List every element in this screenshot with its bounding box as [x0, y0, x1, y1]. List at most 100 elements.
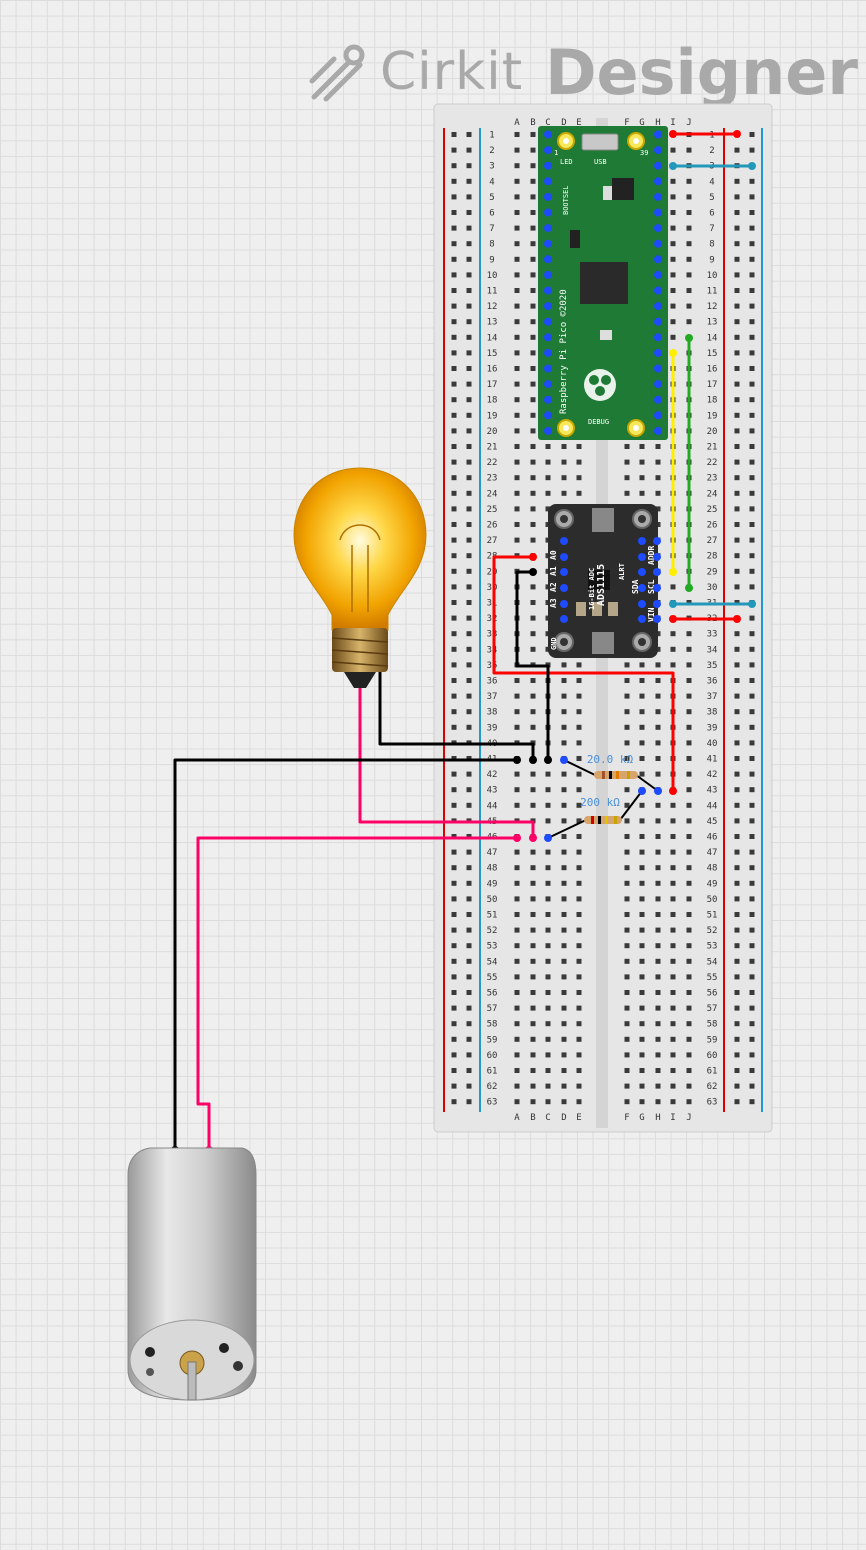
breadboard-hole[interactable]	[670, 194, 676, 200]
breadboard-hole[interactable]	[514, 319, 520, 325]
breadboard-hole[interactable]	[576, 880, 582, 886]
breadboard-hole[interactable]	[686, 303, 692, 309]
breadboard-hole[interactable]	[466, 896, 472, 902]
breadboard-hole[interactable]	[514, 350, 520, 356]
breadboard-hole[interactable]	[466, 849, 472, 855]
breadboard-hole[interactable]	[576, 771, 582, 777]
breadboard-hole[interactable]	[514, 225, 520, 231]
breadboard-hole[interactable]	[749, 818, 755, 824]
breadboard-hole[interactable]	[561, 912, 567, 917]
breadboard-hole[interactable]	[749, 584, 755, 590]
breadboard-hole[interactable]	[466, 178, 472, 184]
breadboard-hole[interactable]	[451, 1005, 457, 1011]
breadboard-hole[interactable]	[749, 1052, 755, 1058]
breadboard-hole[interactable]	[670, 927, 676, 933]
breadboard-hole[interactable]	[624, 740, 630, 746]
breadboard-hole[interactable]	[530, 350, 536, 356]
breadboard-hole[interactable]	[514, 475, 520, 481]
breadboard-hole[interactable]	[576, 912, 582, 917]
breadboard-hole[interactable]	[639, 444, 645, 449]
breadboard-hole[interactable]	[749, 865, 755, 871]
breadboard-hole[interactable]	[466, 537, 472, 543]
breadboard-hole[interactable]	[624, 678, 630, 683]
breadboard-hole[interactable]	[514, 428, 520, 434]
breadboard-hole[interactable]	[530, 927, 536, 933]
breadboard-hole[interactable]	[451, 350, 457, 356]
breadboard-hole[interactable]	[545, 1021, 551, 1027]
breadboard-hole[interactable]	[451, 459, 457, 465]
breadboard-hole[interactable]	[530, 522, 536, 527]
breadboard-hole[interactable]	[545, 1005, 551, 1011]
breadboard-hole[interactable]	[530, 210, 536, 215]
breadboard-hole[interactable]	[639, 709, 645, 715]
breadboard-hole[interactable]	[561, 958, 567, 964]
breadboard-hole[interactable]	[749, 709, 755, 715]
breadboard-hole[interactable]	[624, 802, 630, 808]
breadboard-hole[interactable]	[451, 241, 457, 247]
breadboard-hole[interactable]	[734, 1083, 740, 1089]
breadboard-hole[interactable]	[514, 272, 520, 278]
breadboard-hole[interactable]	[451, 584, 457, 590]
breadboard-hole[interactable]	[734, 256, 740, 262]
breadboard-hole[interactable]	[749, 147, 755, 153]
breadboard-hole[interactable]	[655, 459, 661, 465]
breadboard-hole[interactable]	[561, 490, 567, 496]
breadboard-hole[interactable]	[530, 880, 536, 886]
breadboard-hole[interactable]	[576, 459, 582, 465]
breadboard-hole[interactable]	[530, 865, 536, 871]
breadboard-hole[interactable]	[734, 834, 740, 839]
breadboard-hole[interactable]	[749, 943, 755, 949]
breadboard-hole[interactable]	[561, 865, 567, 871]
breadboard-hole[interactable]	[561, 943, 567, 949]
breadboard-hole[interactable]	[451, 444, 457, 449]
breadboard-hole[interactable]	[655, 1005, 661, 1011]
breadboard-hole[interactable]	[451, 1036, 457, 1042]
breadboard-hole[interactable]	[670, 225, 676, 231]
breadboard-hole[interactable]	[561, 990, 567, 995]
breadboard-hole[interactable]	[530, 724, 536, 730]
breadboard-hole[interactable]	[451, 210, 457, 215]
breadboard-hole[interactable]	[655, 506, 661, 512]
breadboard-hole[interactable]	[466, 163, 472, 169]
breadboard-hole[interactable]	[639, 974, 645, 980]
ads1115-adc[interactable]: ADS1115 16-Bit ADC A0 A1 A2 A3 ADDR SCL …	[548, 504, 661, 658]
breadboard-hole[interactable]	[686, 771, 692, 777]
breadboard-hole[interactable]	[655, 490, 661, 496]
breadboard-hole[interactable]	[734, 771, 740, 777]
breadboard-hole[interactable]	[686, 709, 692, 715]
breadboard-hole[interactable]	[576, 990, 582, 995]
breadboard-hole[interactable]	[655, 444, 661, 449]
breadboard-hole[interactable]	[576, 1005, 582, 1011]
breadboard-hole[interactable]	[686, 210, 692, 215]
breadboard-hole[interactable]	[576, 756, 582, 761]
breadboard-hole[interactable]	[466, 880, 472, 886]
light-bulb[interactable]	[293, 467, 427, 688]
breadboard-hole[interactable]	[655, 1099, 661, 1105]
breadboard-hole[interactable]	[451, 1021, 457, 1027]
breadboard-hole[interactable]	[561, 693, 567, 699]
breadboard-hole[interactable]	[576, 740, 582, 746]
breadboard-hole[interactable]	[624, 693, 630, 699]
breadboard-hole[interactable]	[530, 896, 536, 902]
breadboard-hole[interactable]	[561, 1005, 567, 1011]
breadboard-hole[interactable]	[734, 818, 740, 824]
breadboard-hole[interactable]	[734, 756, 740, 761]
breadboard-hole[interactable]	[451, 412, 457, 418]
breadboard-hole[interactable]	[686, 147, 692, 153]
breadboard-hole[interactable]	[734, 522, 740, 527]
breadboard-hole[interactable]	[451, 1099, 457, 1105]
breadboard-hole[interactable]	[576, 943, 582, 949]
breadboard-hole[interactable]	[545, 818, 551, 824]
breadboard-hole[interactable]	[545, 958, 551, 964]
breadboard-hole[interactable]	[545, 802, 551, 808]
breadboard-hole[interactable]	[655, 1068, 661, 1073]
breadboard-hole[interactable]	[545, 912, 551, 917]
breadboard-hole[interactable]	[514, 381, 520, 387]
breadboard-hole[interactable]	[734, 194, 740, 200]
breadboard-hole[interactable]	[530, 288, 536, 293]
breadboard-hole[interactable]	[466, 256, 472, 262]
breadboard-hole[interactable]	[624, 818, 630, 824]
breadboard-hole[interactable]	[561, 880, 567, 886]
breadboard-hole[interactable]	[670, 865, 676, 871]
breadboard-hole[interactable]	[576, 818, 582, 824]
